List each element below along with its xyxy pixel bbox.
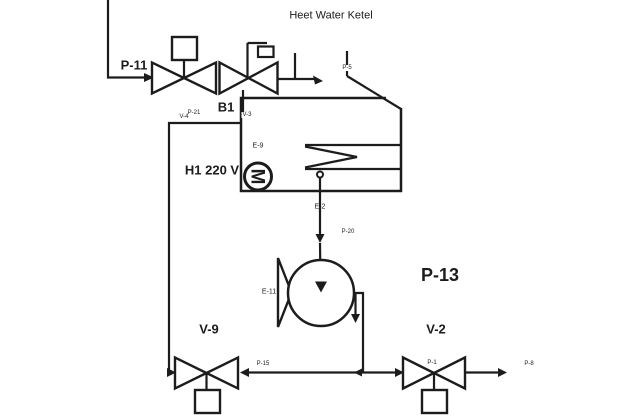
label-p11: P-11: [120, 57, 148, 73]
arrowhead-right-icon: [313, 75, 323, 85]
connection-node-icon: [316, 170, 324, 179]
label-p13: P-13: [420, 265, 460, 285]
valve-v2-symbol: [401, 355, 467, 415]
actuator-square-icon: [170, 35, 199, 62]
valve-v9-symbol: [173, 355, 240, 415]
boiler-vessel-symbol: [239, 90, 403, 193]
valve-p11-symbol: [150, 35, 218, 96]
label-p1: P-1: [427, 360, 437, 366]
arrowhead-down-icon: [315, 281, 327, 293]
heating-element-symbol: [304, 143, 401, 179]
actuator-flag-icon: [256, 45, 275, 59]
pump-e11-symbol: [276, 257, 356, 328]
label-v2: V-2: [426, 321, 446, 337]
arrowhead-right-icon: [144, 73, 154, 82]
arrowhead-left-icon: [240, 368, 249, 377]
pipe-p1-inlet: [363, 368, 404, 377]
pipe-v4-p21: [167, 121, 241, 377]
actuator-square-icon: [193, 388, 222, 415]
label-p5: P-5: [341, 65, 353, 71]
arrowhead-right-icon: [167, 368, 176, 377]
arrowhead-down-icon: [315, 234, 325, 243]
arrowhead-down-icon: [351, 314, 360, 323]
motor-m-glyph: M: [247, 169, 268, 185]
label-b1: B1: [217, 99, 235, 115]
label-v3: V-3: [241, 112, 253, 118]
label-e2: E-2: [314, 203, 326, 211]
valve-b1-symbol: [218, 41, 279, 96]
label-e9: E-9: [252, 142, 264, 150]
pipe-p5: [345, 51, 402, 110]
arrowhead-right-icon: [498, 368, 507, 377]
pipe-p8: [465, 368, 507, 377]
label-p15: P-15: [256, 361, 270, 367]
label-p8: P-8: [524, 361, 534, 367]
label-v4: V-4: [179, 114, 189, 120]
actuator-square-icon: [420, 388, 449, 415]
label-v9: V-9: [199, 321, 219, 337]
diagram-title: Heet Water Ketel: [289, 9, 373, 22]
label-p21: P-21: [187, 110, 201, 116]
pipe-p15: [240, 368, 363, 377]
label-h1: H1 220 V: [184, 162, 240, 178]
label-p20: P-20: [341, 229, 355, 235]
arrowhead-right-icon: [395, 368, 404, 377]
arrowhead-left-icon: [354, 368, 362, 377]
motor-e9-symbol: M: [243, 161, 273, 192]
pipe-valve-outlet: [277, 53, 323, 85]
label-e11: E-11: [261, 288, 277, 296]
pipe-inlet-p11: [106, 0, 154, 82]
pipe-pump-discharge: [351, 291, 365, 373]
